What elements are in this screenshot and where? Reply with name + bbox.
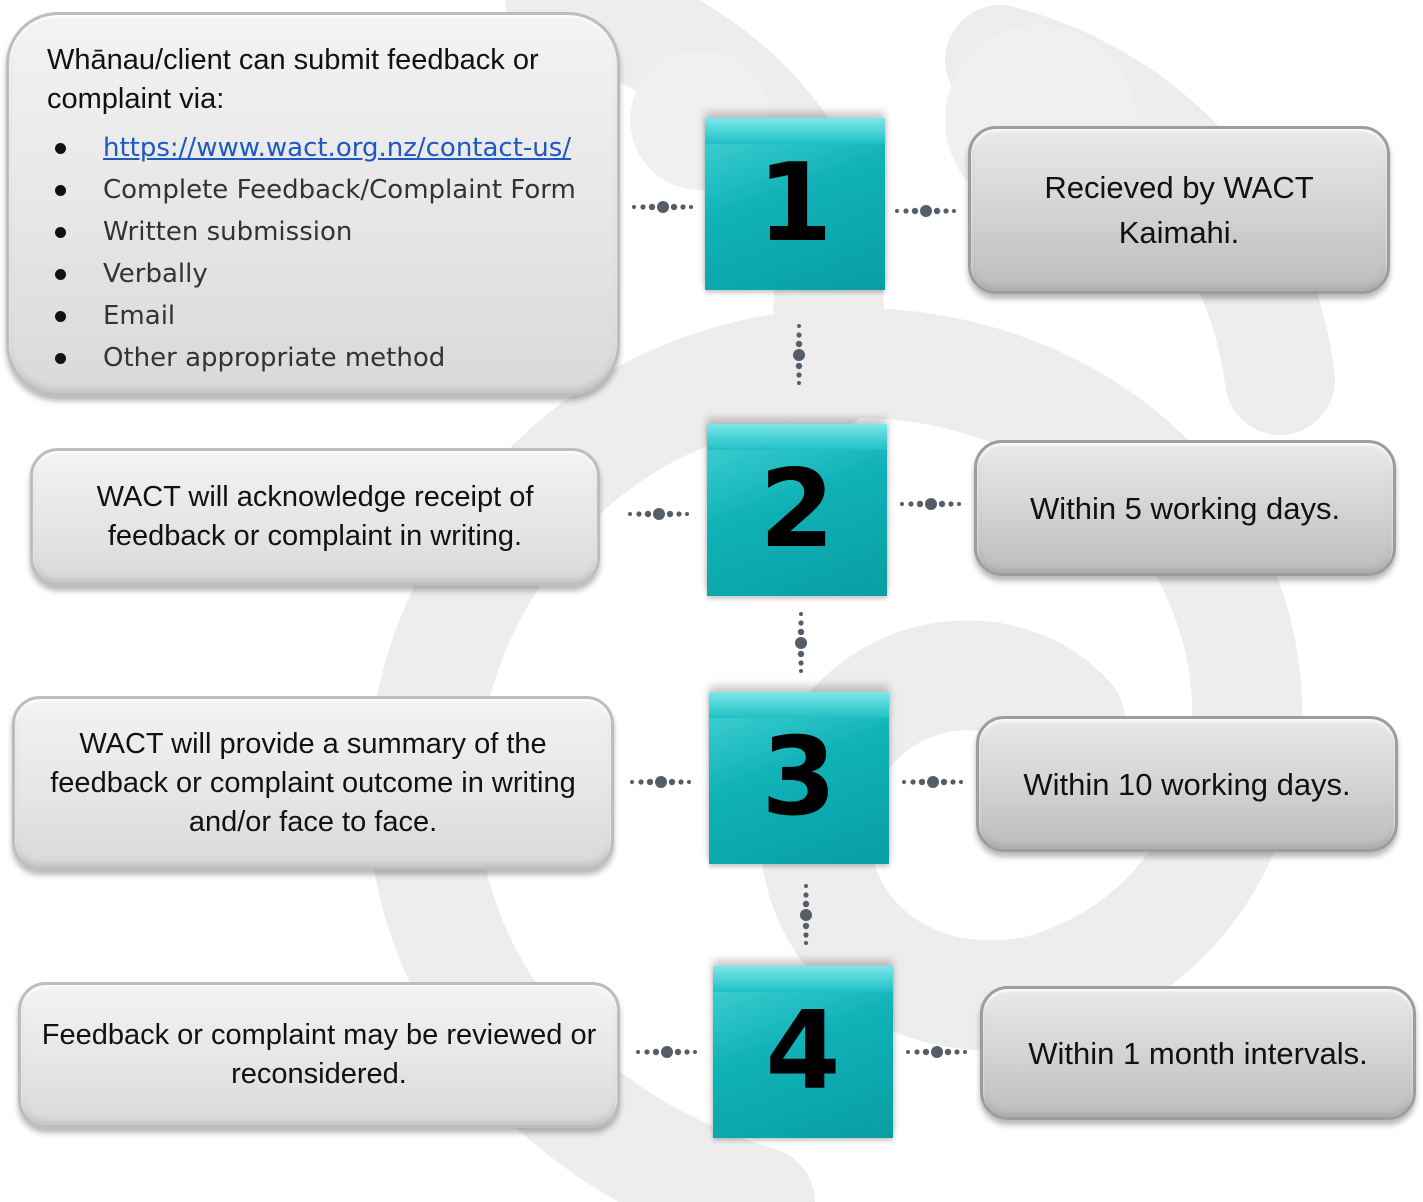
step-3-timeframe: Within 10 working days. <box>1023 766 1351 802</box>
bullet-icon <box>55 311 66 322</box>
dotted-connector-icon <box>895 205 956 217</box>
list-item-label: Email <box>103 301 176 331</box>
dotted-connector-icon <box>632 201 693 213</box>
list-item: Complete Feedback/Complaint Form <box>47 169 597 211</box>
step-1-timeframe-box: Recieved by WACT Kaimahi. <box>968 126 1390 294</box>
step-4-number: 4 <box>765 989 841 1114</box>
list-item-label: Complete Feedback/Complaint Form <box>103 175 576 205</box>
bullet-icon <box>55 269 66 280</box>
step-2-action-box: WACT will acknowledge receipt of feedbac… <box>30 448 600 586</box>
list-item-label: Other appropriate method <box>103 343 446 373</box>
list-item-label: Verbally <box>103 259 208 289</box>
step-3-number: 3 <box>761 715 837 840</box>
list-item: Written submission <box>47 211 597 253</box>
submission-methods-title: Whānau/client can submit feedback or com… <box>47 44 539 115</box>
dotted-connector-icon <box>900 498 961 510</box>
dotted-connector-icon <box>795 612 807 673</box>
dotted-connector-icon <box>628 508 689 520</box>
dotted-connector-icon <box>800 884 812 945</box>
dotted-connector-icon <box>906 1046 967 1058</box>
dotted-connector-icon <box>793 324 805 385</box>
step-3-number-block: 3 <box>709 692 889 864</box>
step-2-number-block: 2 <box>707 424 887 596</box>
step-2-number: 2 <box>759 447 835 572</box>
list-item: Email <box>47 295 597 337</box>
submission-methods-list: https://www.wact.org.nz/contact-us/ Comp… <box>47 127 597 379</box>
bullet-icon <box>55 227 66 238</box>
step-3-action-box: WACT will provide a summary of the feedb… <box>12 696 614 870</box>
step-3-timeframe-box: Within 10 working days. <box>976 716 1398 852</box>
dotted-connector-icon <box>902 776 963 788</box>
step-4-number-block: 4 <box>713 966 893 1138</box>
step-3-action: WACT will provide a summary of the feedb… <box>50 727 576 838</box>
submission-methods-box: Whānau/client can submit feedback or com… <box>6 12 620 396</box>
step-1-number: 1 <box>757 141 833 266</box>
bullet-icon <box>55 353 66 364</box>
dotted-connector-icon <box>636 1046 697 1058</box>
step-2-action: WACT will acknowledge receipt of feedbac… <box>96 481 534 552</box>
list-item: Other appropriate method <box>47 337 597 379</box>
contact-us-link[interactable]: https://www.wact.org.nz/contact-us/ <box>103 133 572 163</box>
bullet-icon <box>55 185 66 196</box>
bullet-icon <box>55 143 66 154</box>
list-item: Verbally <box>47 253 597 295</box>
dotted-connector-icon <box>630 776 691 788</box>
step-1-number-block: 1 <box>705 118 885 290</box>
step-4-action: Feedback or complaint may be reviewed or… <box>41 1019 597 1090</box>
list-item: https://www.wact.org.nz/contact-us/ <box>47 127 597 169</box>
step-4-action-box: Feedback or complaint may be reviewed or… <box>18 982 620 1128</box>
step-4-timeframe-box: Within 1 month intervals. <box>980 986 1416 1120</box>
step-1-timeframe: Recieved by WACT Kaimahi. <box>1044 170 1314 250</box>
list-item-label: Written submission <box>103 217 353 247</box>
step-4-timeframe: Within 1 month intervals. <box>1028 1035 1368 1071</box>
step-2-timeframe-box: Within 5 working days. <box>974 440 1396 576</box>
step-2-timeframe: Within 5 working days. <box>1029 490 1341 526</box>
